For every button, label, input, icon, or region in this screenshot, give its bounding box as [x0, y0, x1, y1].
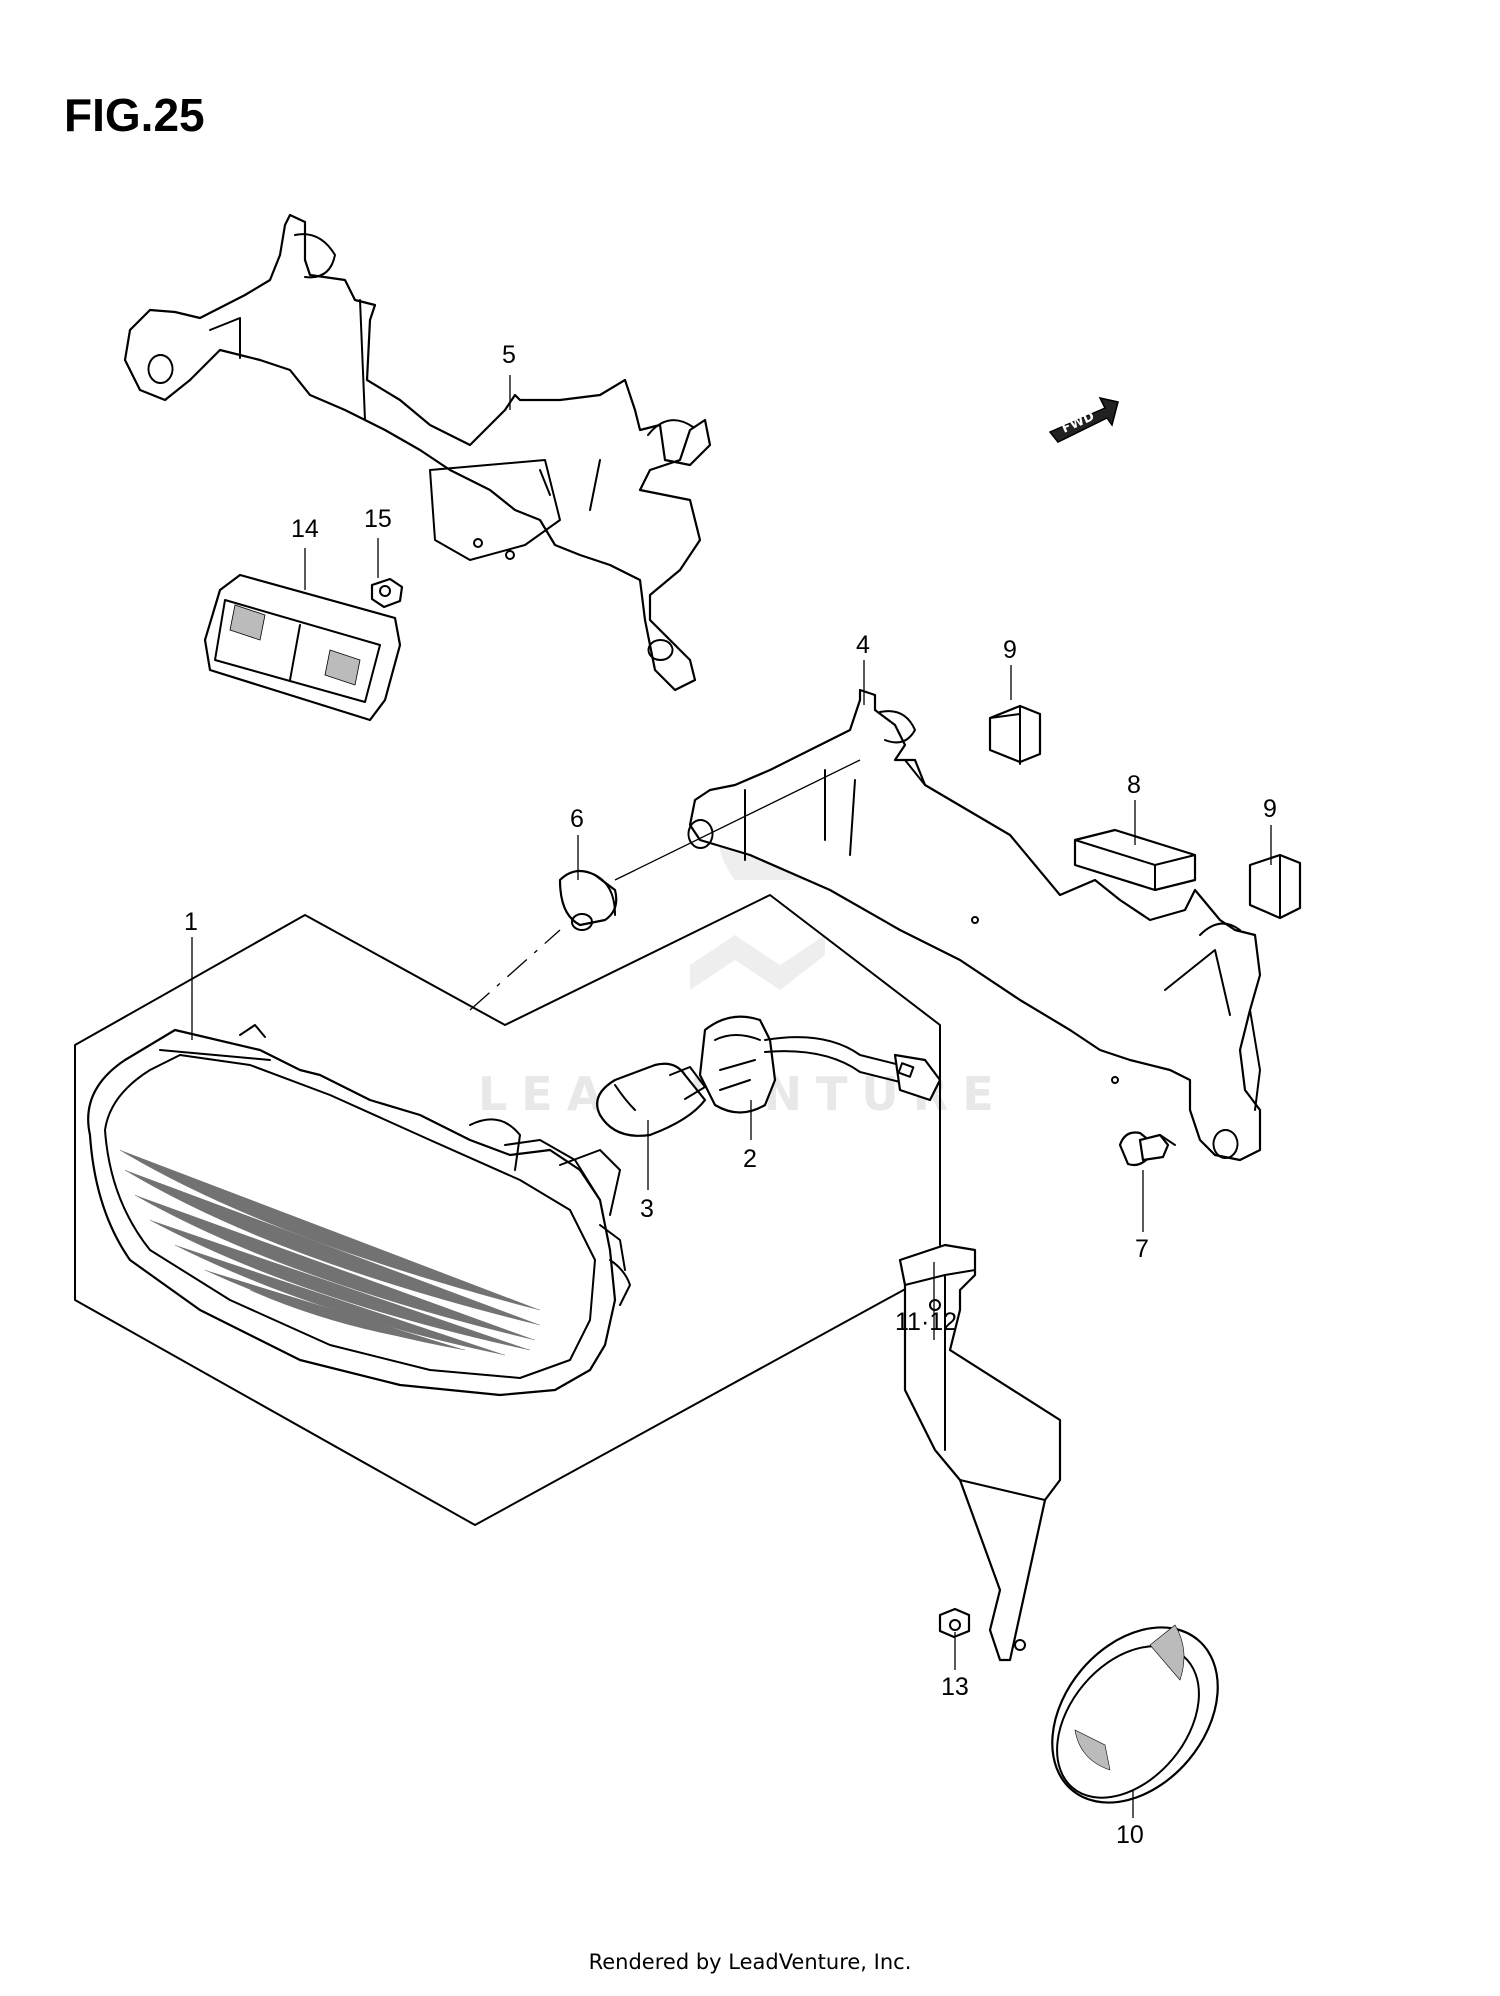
part-9-pad-upper[interactable] — [988, 704, 1042, 765]
callout-2: 2 — [743, 1145, 757, 1173]
callout-10: 10 — [1116, 1821, 1144, 1849]
callout-13: 13 — [941, 1673, 969, 1701]
leader-lines — [191, 375, 1272, 1818]
fwd-arrow-icon: FWD — [1048, 396, 1119, 443]
assembly-line-grommet — [614, 759, 861, 881]
figure-title: FIG.25 — [64, 89, 205, 141]
part-15-nut[interactable] — [370, 577, 404, 609]
callout-6: 6 — [570, 805, 584, 833]
callout-9-upper: 9 — [1003, 636, 1017, 664]
part-8-pad[interactable] — [1073, 828, 1197, 892]
callout-5: 5 — [502, 341, 516, 369]
reflector-hatch-top — [229, 604, 361, 686]
part-3-bulb[interactable] — [596, 1062, 707, 1137]
callout-4: 4 — [856, 631, 870, 659]
part-7-screw[interactable] — [1118, 1131, 1176, 1167]
callout-14: 14 — [291, 515, 319, 543]
callouts: 1 2 3 4 5 6 7 8 9 9 10 11·12 13 14 15 — [184, 341, 1277, 1849]
part-11-12-bracket[interactable] — [898, 1243, 1062, 1662]
callout-1: 1 — [184, 908, 198, 936]
part-2-socket[interactable] — [698, 1015, 942, 1114]
reflector-round-hatch — [1074, 1624, 1185, 1771]
lens-shading — [119, 1149, 541, 1356]
part-1-taillight[interactable] — [87, 1024, 631, 1397]
callout-9-right: 9 — [1263, 795, 1277, 823]
callout-8: 8 — [1127, 771, 1141, 799]
part-6-grommet[interactable] — [558, 869, 618, 931]
callout-7: 7 — [1135, 1235, 1149, 1263]
callout-11-12: 11·12 — [895, 1308, 957, 1336]
part-1-frame — [74, 894, 941, 1526]
part-13-nut[interactable] — [938, 1607, 971, 1639]
callout-3: 3 — [640, 1195, 654, 1223]
callout-15: 15 — [364, 505, 392, 533]
assembly-line-grommet-2 — [469, 929, 561, 1011]
footer-credit: Rendered by LeadVenture, Inc. — [588, 1950, 912, 1974]
part-14-reflector[interactable] — [203, 573, 402, 722]
part-10-round-reflector[interactable] — [1018, 1595, 1251, 1835]
part-9-pad-right[interactable] — [1248, 853, 1302, 920]
part-4-bracket[interactable] — [687, 688, 1262, 1162]
part-5-bracket[interactable] — [123, 213, 712, 692]
